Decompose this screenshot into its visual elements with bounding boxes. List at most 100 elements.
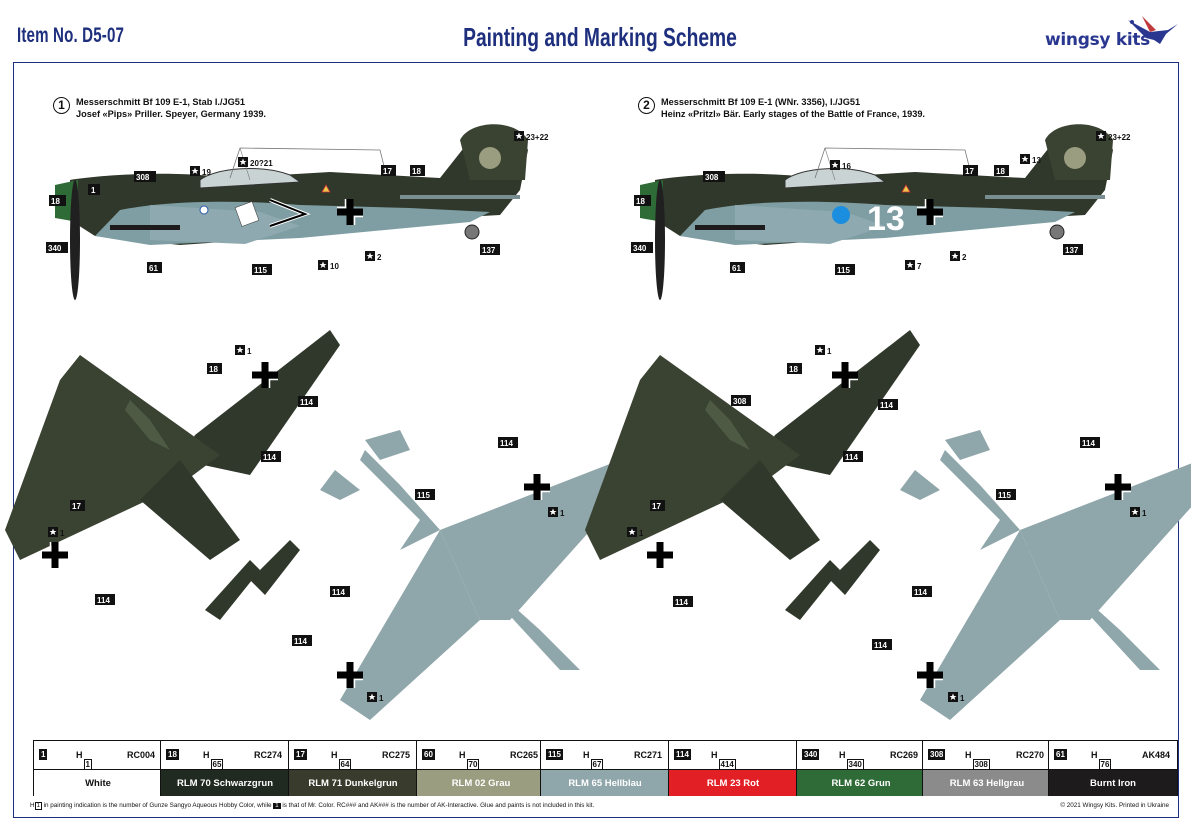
callout-114d: 114 (95, 594, 115, 605)
svg-text:308: 308 (733, 397, 747, 406)
swatch-ak: AK484 (1141, 750, 1170, 760)
svg-text:114: 114 (845, 453, 858, 462)
scheme-2-plan-callouts: 1 18 308 114 114 114 17 1 114 114 114 11… (0, 0, 1147, 703)
swatch-color-name: RLM 63 Hellgrau (923, 769, 1051, 796)
scheme-1-line1: Messerschmitt Bf 109 E-1, Stab I./JG51 (76, 97, 246, 107)
callout-17: 17 (70, 500, 85, 511)
callout-star-2: 2 (950, 251, 967, 262)
svg-text:1: 1 (60, 529, 65, 538)
svg-text:17: 17 (383, 167, 392, 176)
swatch-color-name: RLM 71 Dunkelgrun (289, 769, 417, 796)
svg-text:114: 114 (914, 588, 927, 597)
scheme-2-profile: 13 (639, 123, 1114, 301)
swatch-number: 18 (166, 749, 179, 760)
callout-18: 18 (787, 363, 802, 374)
swatch-color-name: Burnt Iron (1049, 769, 1177, 796)
callout-114f: 114 (292, 635, 312, 646)
callout-137: 137 (1063, 244, 1083, 255)
scheme-2-line1: Messerschmitt Bf 109 E-1 (WNr. 3356), I.… (661, 97, 861, 107)
callout-star-10: 10 (318, 260, 339, 271)
svg-text:61: 61 (732, 264, 741, 273)
callout-308: 308 (703, 171, 725, 182)
svg-text:137: 137 (1065, 246, 1079, 255)
svg-text:16: 16 (842, 162, 851, 171)
svg-text:308: 308 (136, 173, 150, 182)
callout-114b: 114 (843, 451, 863, 462)
svg-text:1: 1 (960, 694, 965, 703)
scheme-2-caption: Messerschmitt Bf 109 E-1 (WNr. 3356), I.… (661, 97, 925, 120)
callout-star-1a: 1 (815, 345, 832, 356)
scheme-1-profile-callouts: 1 18 340 61 308 19 20?21 17 18 23+22 10 … (46, 131, 549, 275)
swatch-number: 114 (674, 749, 691, 760)
scheme-frame (13, 62, 1179, 818)
swatch-ak: RC269 (889, 750, 918, 760)
callout-17: 17 (650, 500, 665, 511)
callout-star-2: 2 (365, 251, 382, 262)
callout-1: 1 (88, 184, 100, 195)
swatch-color-name: RLM 62 Grun (797, 769, 925, 796)
svg-text:1: 1 (560, 509, 565, 518)
svg-text:20?21: 20?21 (250, 159, 273, 168)
svg-text:114: 114 (263, 453, 276, 462)
callout-star-20-21: 20?21 (238, 157, 273, 168)
svg-text:13: 13 (1032, 156, 1041, 165)
scheme-2-plan-bottom (900, 430, 1191, 720)
callout-star-23-22: 23+22 (514, 131, 549, 142)
brand-logo: wingsy kits (1045, 12, 1180, 57)
svg-text:13: 13 (867, 200, 905, 238)
svg-text:1: 1 (379, 694, 384, 703)
callout-star-13: 13 (1020, 154, 1041, 165)
callout-137: 137 (480, 244, 500, 255)
svg-text:308: 308 (705, 173, 719, 182)
svg-text:114: 114 (0, 0, 13, 2)
scheme-1-plan-bottom (320, 430, 640, 720)
svg-text:10: 10 (330, 262, 339, 271)
swatch-number: 17 (294, 749, 307, 760)
scheme-1-caption: Messerschmitt Bf 109 E-1, Stab I./JG51 J… (76, 97, 266, 120)
svg-text:115: 115 (417, 491, 430, 500)
callout-114a: 114 (878, 399, 898, 410)
swatch-ak: RC275 (381, 750, 410, 760)
callout-17: 17 (381, 165, 396, 176)
svg-text:1: 1 (639, 529, 644, 538)
callout-star-23-22: 23+22 (1096, 131, 1131, 142)
svg-text:18: 18 (636, 197, 645, 206)
callout-star-1c: 1 (548, 507, 565, 518)
svg-text:340: 340 (633, 244, 647, 253)
svg-text:18: 18 (51, 197, 60, 206)
callout-114e: 114 (912, 586, 932, 597)
svg-text:114: 114 (880, 401, 893, 410)
scheme-1-plan-top (5, 330, 340, 620)
svg-text:18: 18 (789, 365, 798, 374)
svg-text:114: 114 (97, 596, 110, 605)
swatch-number: 340 (802, 749, 820, 760)
svg-text:17: 17 (652, 502, 661, 511)
svg-text:114: 114 (1082, 439, 1095, 448)
scheme-1-number: 1 (53, 97, 70, 114)
callout-61: 61 (147, 262, 162, 273)
svg-text:114: 114 (0, 0, 13, 2)
svg-text:18: 18 (412, 167, 421, 176)
swatch-color-name: RLM 70 Schwarzgrun (161, 769, 289, 796)
callout-17: 17 (963, 165, 978, 176)
callout-115: 115 (415, 489, 435, 500)
callout-star-7: 7 (905, 260, 922, 271)
swatch-number: 308 (928, 749, 946, 760)
callout-18b: 18 (994, 165, 1009, 176)
callout-308: 308 (134, 171, 156, 182)
svg-text:1: 1 (247, 347, 252, 356)
